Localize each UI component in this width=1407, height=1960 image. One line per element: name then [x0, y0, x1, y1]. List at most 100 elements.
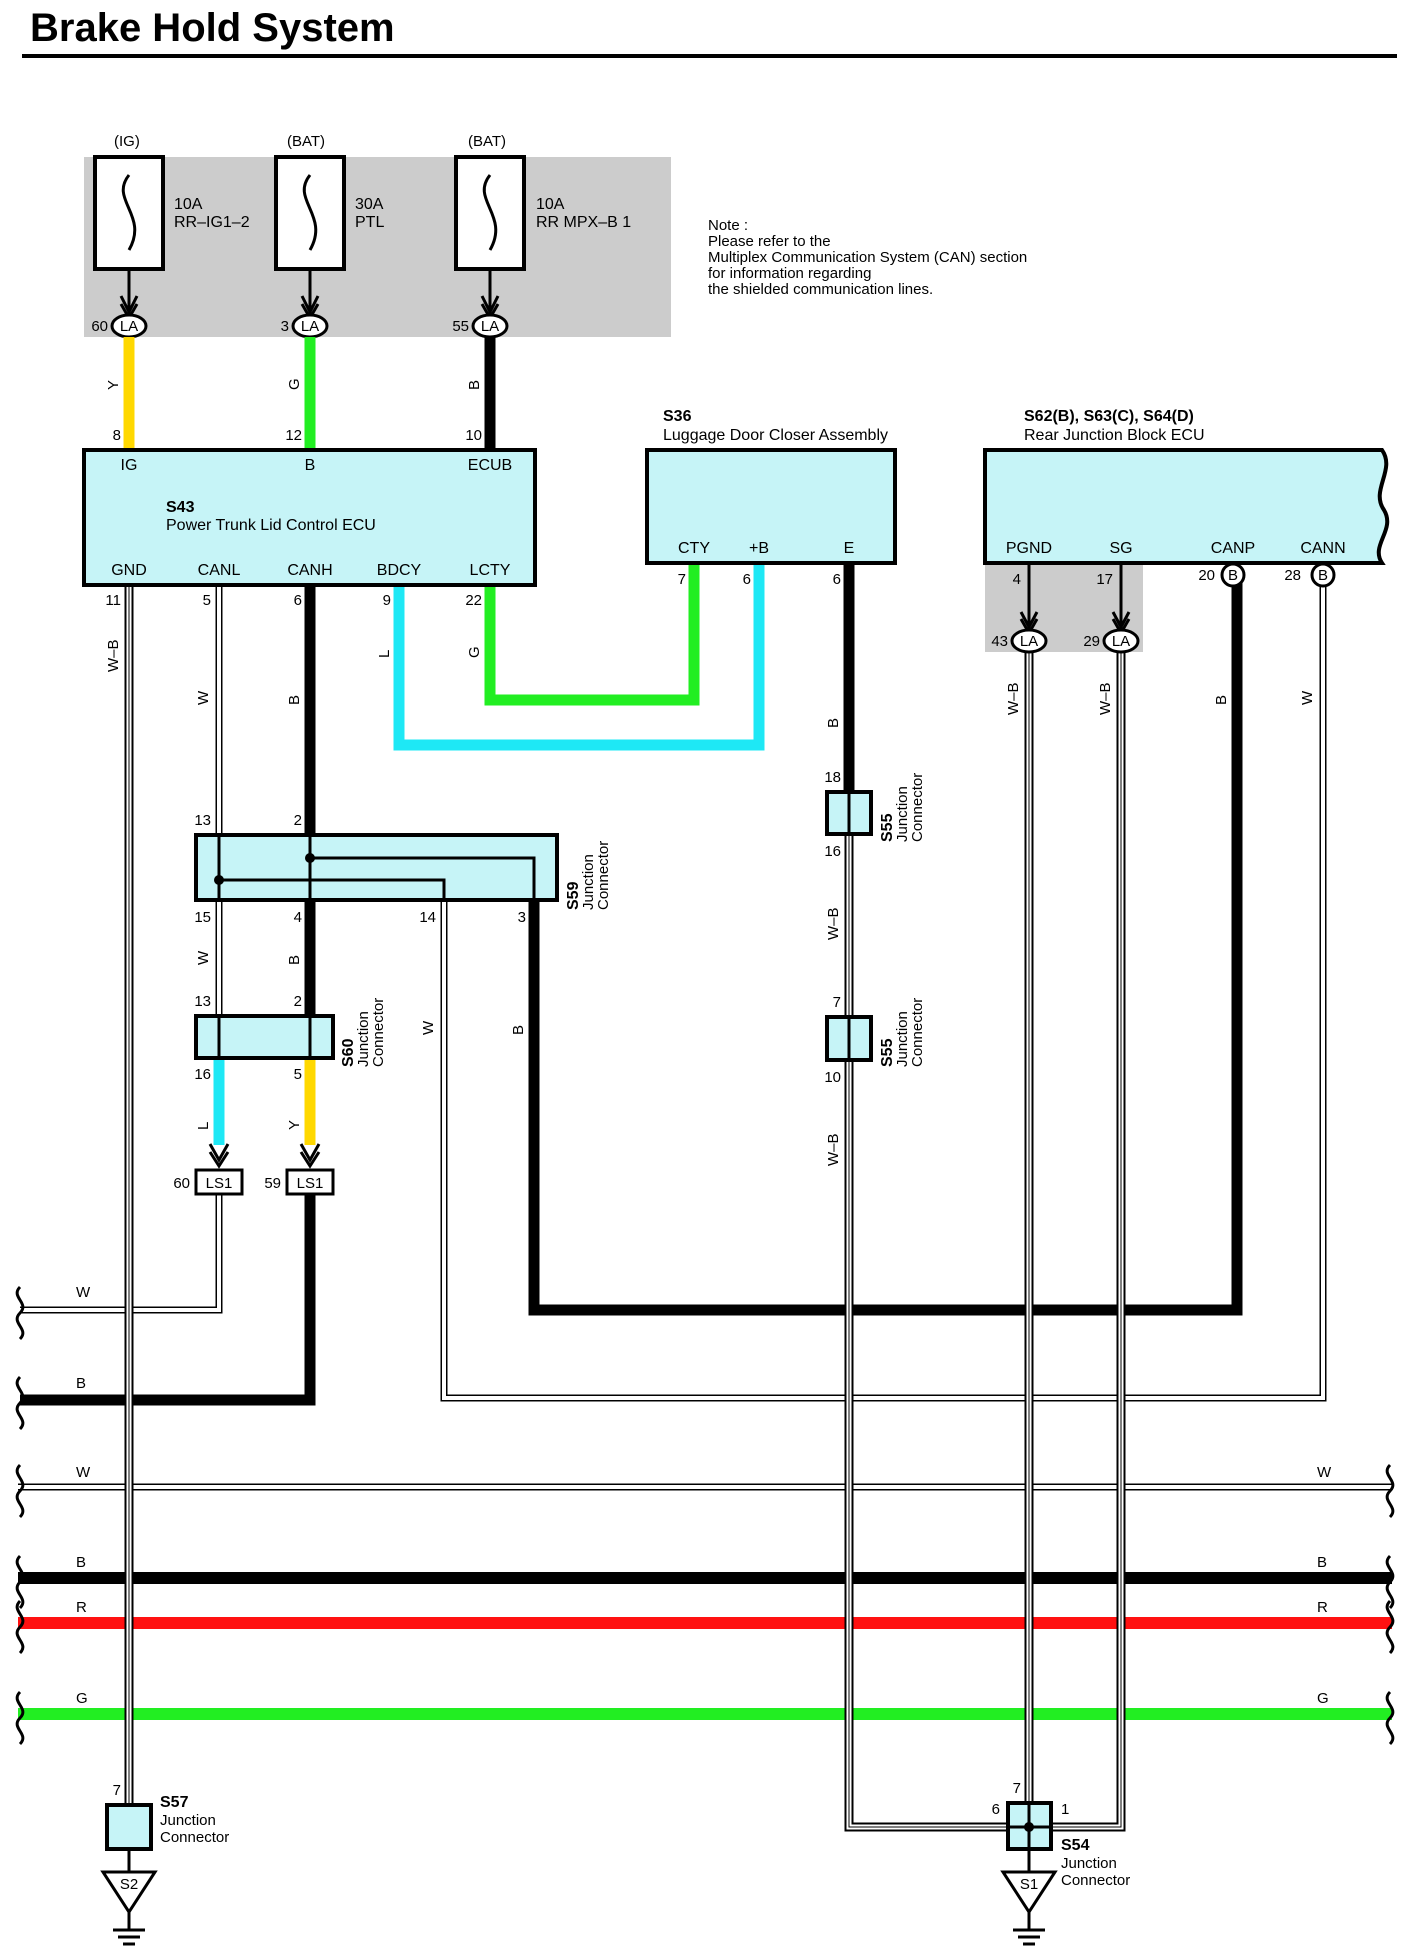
- junction-s54: 7 6 1 S54 Junction Connector: [992, 1780, 1131, 1889]
- svg-text:W: W: [195, 690, 212, 705]
- svg-text:B: B: [1228, 567, 1238, 584]
- fuse-source: (BAT): [287, 133, 325, 150]
- terminal-label: LCTY: [470, 562, 511, 579]
- svg-text:for information regarding: for information regarding: [708, 265, 871, 282]
- la-connector-55: LA 55: [452, 313, 509, 339]
- svg-text:W: W: [76, 1284, 91, 1301]
- svg-text:6: 6: [992, 1801, 1000, 1818]
- svg-text:B: B: [466, 380, 483, 390]
- svg-text:Connector: Connector: [595, 841, 612, 910]
- fuse-name: PTL: [355, 214, 384, 231]
- svg-text:2: 2: [294, 812, 302, 829]
- svg-text:Junction: Junction: [355, 1011, 372, 1067]
- svg-text:W–B: W–B: [825, 1133, 842, 1166]
- svg-text:20: 20: [1198, 567, 1215, 584]
- svg-text:Junction: Junction: [894, 786, 911, 842]
- svg-text:2: 2: [294, 993, 302, 1010]
- svg-text:Connector: Connector: [160, 1829, 229, 1846]
- svg-text:16: 16: [194, 1066, 211, 1083]
- svg-text:LA: LA: [1112, 633, 1130, 650]
- pin-label: 55: [452, 318, 469, 335]
- svg-text:CTY: CTY: [678, 540, 710, 557]
- svg-text:W: W: [420, 1020, 437, 1035]
- svg-text:13: 13: [194, 993, 211, 1010]
- svg-text:CANP: CANP: [1211, 540, 1255, 557]
- component-id: S62(B), S63(C), S64(D): [1024, 408, 1194, 425]
- svg-text:W–B: W–B: [1097, 682, 1114, 715]
- svg-text:G: G: [76, 1690, 88, 1707]
- svg-text:43: 43: [991, 633, 1008, 650]
- svg-text:Y: Y: [286, 1120, 303, 1130]
- wire-wb-e-s54: [844, 834, 1010, 1832]
- svg-text:Y: Y: [105, 380, 122, 390]
- rear-junction-block-ecu: S62(B), S63(C), S64(D) Rear Junction Blo…: [983, 408, 1390, 588]
- svg-text:60: 60: [173, 1175, 190, 1192]
- jb-la-connectors: LA 43 LA 29: [991, 628, 1140, 654]
- svg-text:7: 7: [833, 994, 841, 1011]
- fuse-icon: [482, 174, 498, 251]
- svg-text:Connector: Connector: [909, 773, 926, 842]
- svg-text:B: B: [286, 955, 303, 965]
- svg-text:6: 6: [833, 571, 841, 588]
- svg-text:Note :: Note :: [708, 217, 748, 234]
- conn-label: LA: [120, 318, 138, 335]
- svg-text:LA: LA: [1020, 633, 1038, 650]
- svg-text:12: 12: [285, 427, 302, 444]
- svg-text:10: 10: [465, 427, 482, 444]
- fuse-rr-ig1-2: (IG) 10A RR–IG1–2: [93, 133, 250, 271]
- terminal-label: IG: [121, 457, 138, 474]
- svg-text:B: B: [1317, 1554, 1327, 1571]
- svg-text:59: 59: [264, 1175, 281, 1192]
- svg-text:Junction: Junction: [580, 854, 597, 910]
- svg-text:B: B: [76, 1554, 86, 1571]
- svg-text:Connector: Connector: [1061, 1872, 1130, 1889]
- svg-text:S59: S59: [565, 881, 582, 910]
- svg-text:S55: S55: [879, 1038, 896, 1067]
- page-title: Brake Hold System: [30, 6, 395, 50]
- la-connector-60: LA 60: [91, 313, 148, 339]
- svg-text:G: G: [466, 646, 483, 658]
- wire-b-s59-canp: [528, 575, 1243, 1316]
- fuse-rating: 10A: [174, 196, 203, 213]
- wire-wb-sg: [1048, 652, 1126, 1832]
- svg-text:+B: +B: [749, 540, 769, 557]
- svg-text:G: G: [286, 378, 303, 390]
- svg-text:B: B: [286, 695, 303, 705]
- svg-text:Junction: Junction: [160, 1812, 216, 1829]
- fuse-name: RR MPX–B 1: [536, 214, 631, 231]
- svg-text:W: W: [76, 1464, 91, 1481]
- fuse-icon: [121, 174, 137, 251]
- svg-text:Connector: Connector: [370, 998, 387, 1067]
- fuse-name: RR–IG1–2: [174, 214, 250, 231]
- svg-text:17: 17: [1096, 571, 1113, 588]
- svg-text:CANN: CANN: [1300, 540, 1345, 557]
- svg-text:18: 18: [824, 769, 841, 786]
- la-connector-3: LA 3: [281, 313, 329, 339]
- wire-g-lcty: [484, 563, 700, 706]
- component-name: Rear Junction Block ECU: [1024, 427, 1205, 444]
- svg-text:L: L: [376, 650, 393, 658]
- junction-s60: 13 2 16 5 S60 Junction Connector: [194, 993, 387, 1083]
- wire-color-labels: Y G B W–B W B L G B W–B W–B W–B W–B B W …: [105, 378, 1316, 1166]
- ground-s1: S1: [1000, 1849, 1058, 1946]
- component-id: S36: [663, 408, 692, 425]
- junction-s55-upper: 18 16 S55 Junction Connector: [824, 769, 926, 860]
- wire-b-ls1-bus: [20, 1195, 316, 1406]
- fuse-area-shade: [84, 157, 671, 337]
- terminal-label: CANL: [198, 562, 241, 579]
- ecu-s43: S43 Power Trunk Lid Control ECU IG B ECU…: [82, 448, 537, 587]
- svg-text:Junction: Junction: [894, 1011, 911, 1067]
- pin-label: 3: [281, 318, 289, 335]
- svg-text:W–B: W–B: [825, 907, 842, 940]
- svg-text:B: B: [825, 718, 842, 728]
- svg-text:1: 1: [1061, 1801, 1069, 1818]
- junction-s55-lower: 7 10 S55 Junction Connector: [824, 994, 926, 1086]
- svg-text:29: 29: [1083, 633, 1100, 650]
- s43-pins: 8 12 10 11 5 6 9 22: [105, 427, 482, 609]
- terminal-label: CANH: [287, 562, 332, 579]
- svg-text:LS1: LS1: [206, 1175, 233, 1192]
- svg-text:5: 5: [294, 1066, 302, 1083]
- svg-text:S57: S57: [160, 1794, 189, 1811]
- svg-text:R: R: [76, 1599, 87, 1616]
- conn-label: LA: [481, 318, 499, 335]
